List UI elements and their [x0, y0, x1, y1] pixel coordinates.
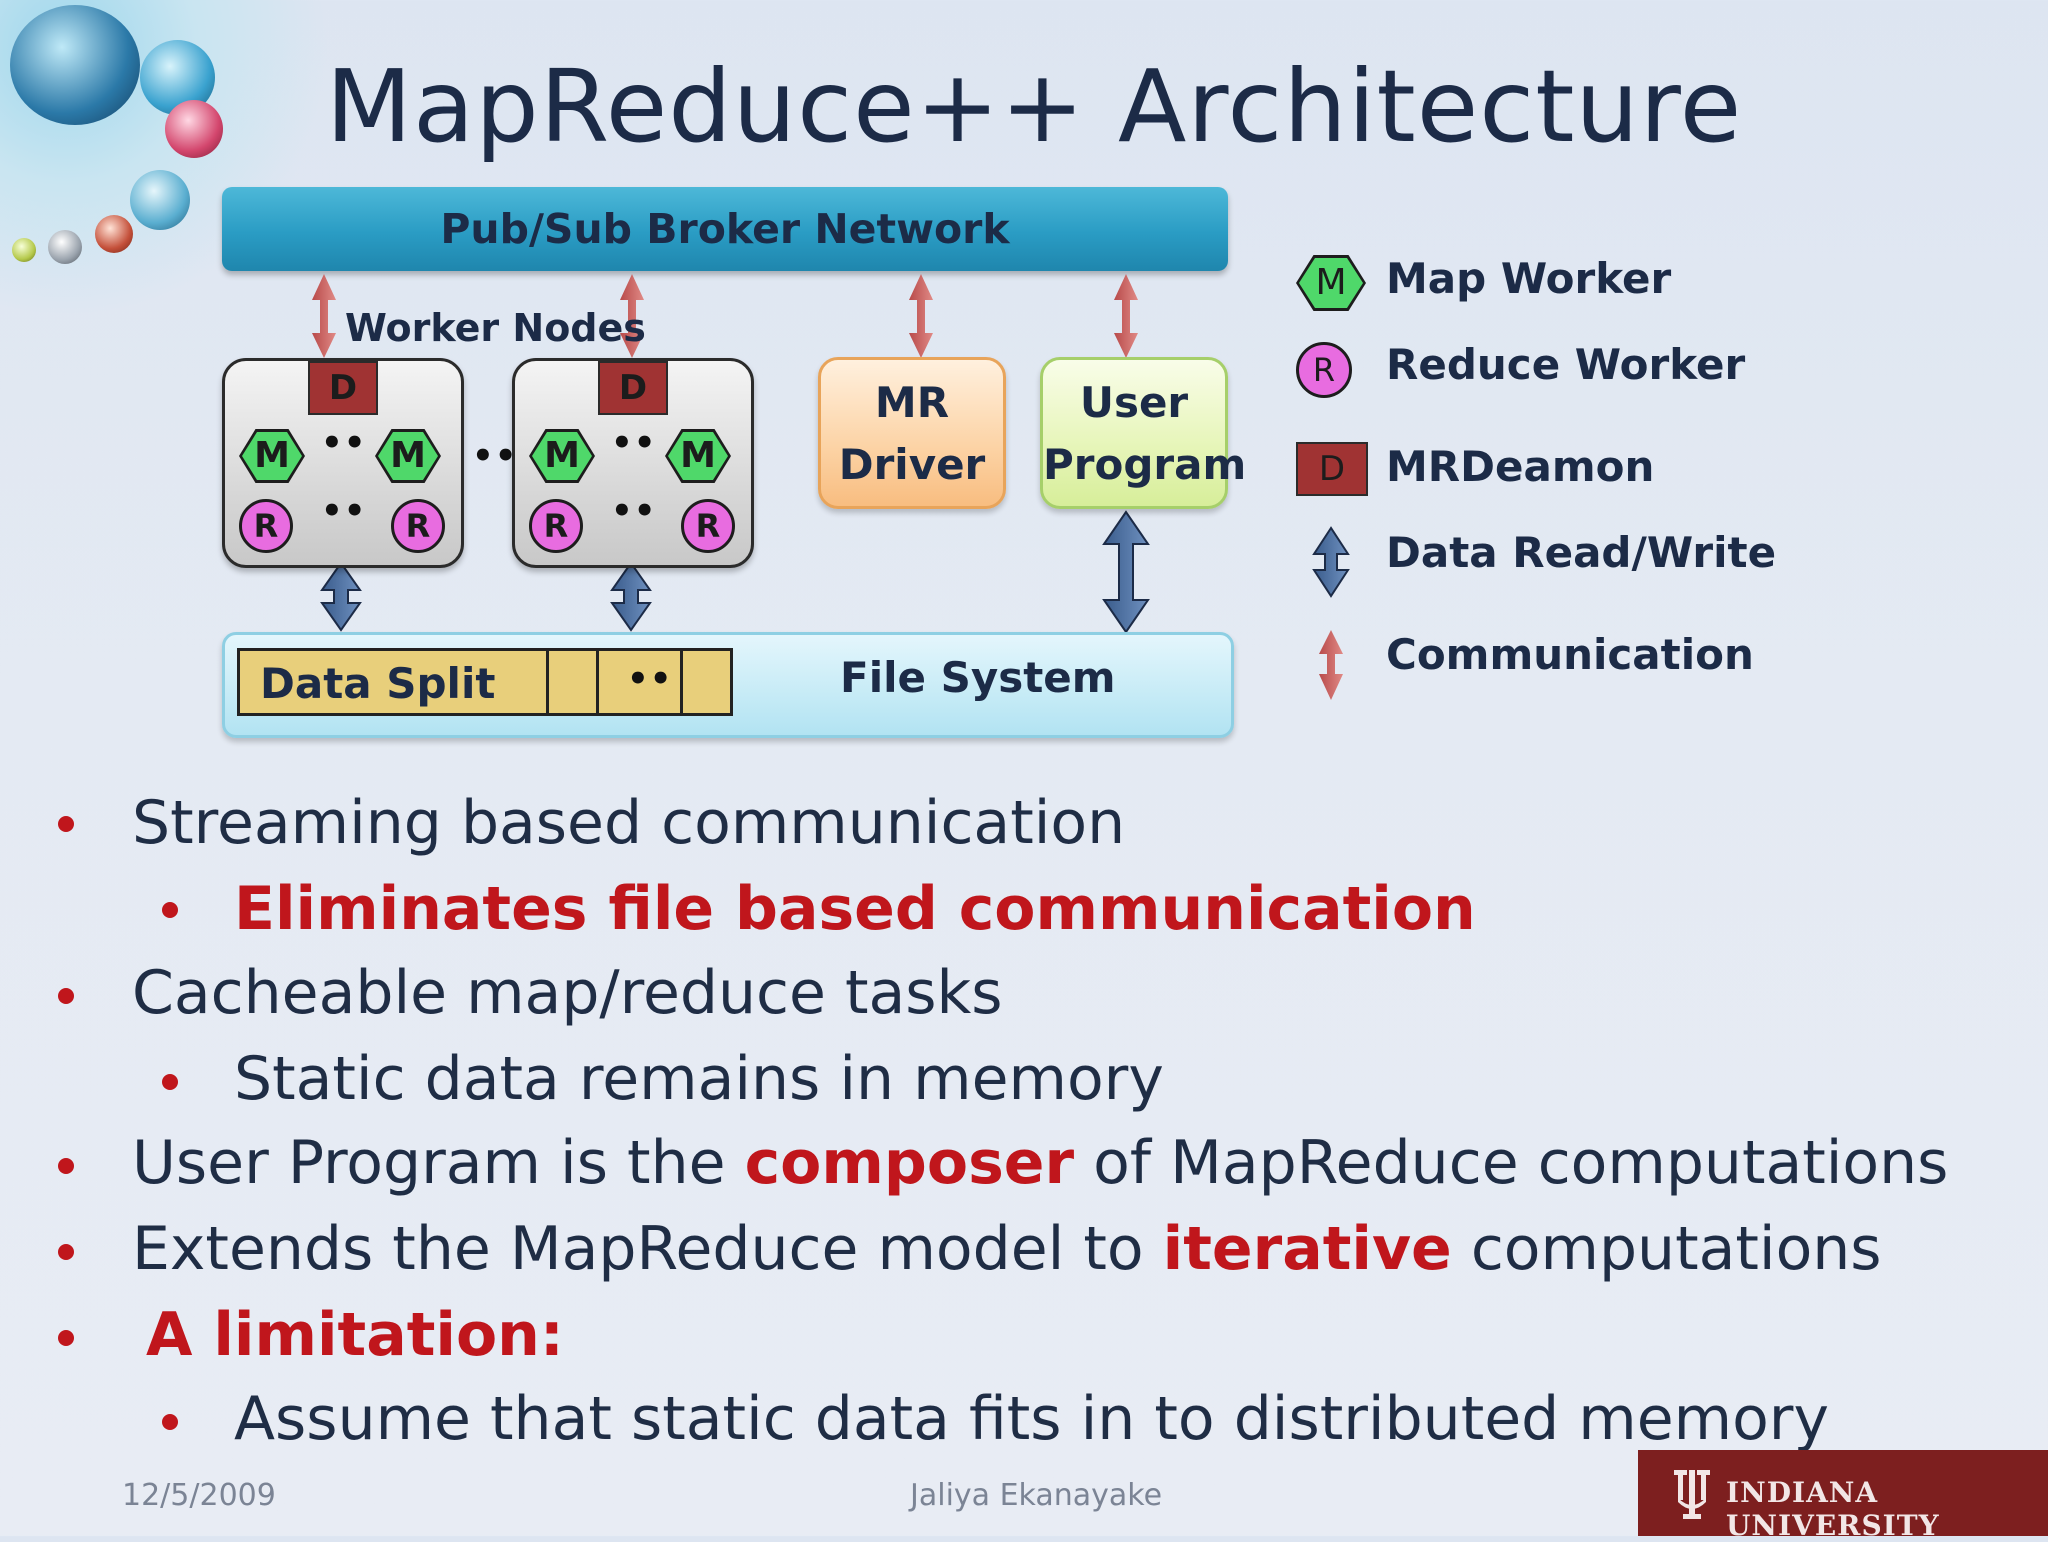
- legend-mrdeamon: MRDeamon: [1386, 442, 1655, 491]
- worker-nodes-label: Worker Nodes: [345, 306, 646, 350]
- corner-decoration: [0, 0, 330, 320]
- mr-driver-box: MR Driver: [818, 357, 1006, 509]
- ellipsis: ••: [321, 491, 367, 531]
- bullet-1-sub: Eliminates file based communication: [234, 874, 1476, 944]
- bullet-dot: [58, 816, 74, 832]
- legend-communication: Communication: [1386, 630, 1754, 679]
- bullet-dot: [58, 1330, 74, 1346]
- reduce-worker-icon: R: [391, 499, 445, 553]
- data-read-write-arrow: [320, 510, 1150, 634]
- ellipsis: ••: [627, 659, 673, 699]
- file-system-label: File System: [840, 653, 1116, 702]
- ellipsis: ••: [611, 423, 657, 463]
- globe-icon: [48, 230, 82, 264]
- bullet-4: Extends the MapReduce model to iterative…: [132, 1214, 1882, 1284]
- globe-icon: [10, 5, 140, 125]
- data-split-label: Data Split: [260, 659, 496, 708]
- split-cell: [546, 651, 596, 713]
- bullet-3-text: User Program is the: [132, 1128, 745, 1198]
- user-program-box: User Program: [1040, 357, 1247, 509]
- map-worker-icon: M: [239, 429, 305, 483]
- mr-driver-line1: MR: [874, 378, 950, 427]
- iu-logo-text: INDIANA UNIVERSITY: [1726, 1476, 1940, 1542]
- map-worker-icon: M: [529, 429, 595, 483]
- legend-communication-arrow-icon: [1319, 630, 1343, 700]
- legend-map-worker: Map Worker: [1386, 254, 1672, 303]
- reduce-worker-icon: R: [681, 499, 735, 553]
- bullet-dot: [162, 1414, 178, 1430]
- bullet-dot: [58, 1158, 74, 1174]
- bullet-5-sub: Assume that static data fits in to distr…: [234, 1384, 1829, 1454]
- bullet-2-sub: Static data remains in memory: [234, 1044, 1164, 1114]
- bullet-5: A limitation:: [146, 1300, 564, 1370]
- bullet-dot: [162, 1074, 178, 1090]
- pubsub-broker-network: Pub/Sub Broker Network: [222, 187, 1228, 271]
- bullet-3-emphasis: composer: [744, 1128, 1075, 1198]
- globe-icon: [165, 100, 223, 158]
- bullet-1: Streaming based communication: [132, 788, 1126, 858]
- split-cell: [680, 651, 730, 713]
- reduce-worker-icon: R: [239, 499, 293, 553]
- footer-date: 12/5/2009: [122, 1478, 276, 1513]
- bullet-4-text-end: computations: [1451, 1214, 1882, 1284]
- bullet-4-text: Extends the MapReduce model to: [132, 1214, 1163, 1284]
- bullet-dot: [58, 988, 74, 1004]
- legend-data-read-write: Data Read/Write: [1386, 528, 1777, 577]
- globe-icon: [95, 215, 133, 253]
- legend-reduce-icon: R: [1296, 342, 1352, 398]
- map-worker-icon: M: [375, 429, 441, 483]
- bullet-2: Cacheable map/reduce tasks: [132, 958, 1003, 1028]
- footer-author: Jaliya Ekanayake: [910, 1478, 1163, 1513]
- map-worker-icon: M: [665, 429, 731, 483]
- communication-arrow: [312, 274, 1138, 358]
- iu-trident-icon: [1674, 1470, 1710, 1519]
- mr-daemon: D: [308, 361, 378, 415]
- bullet-dot: [58, 1244, 74, 1260]
- globe-icon: [12, 238, 36, 262]
- bullet-4-emphasis: iterative: [1162, 1214, 1452, 1284]
- split-cell: ••: [596, 651, 680, 713]
- mr-daemon: D: [598, 361, 668, 415]
- user-program-line1: User: [1079, 378, 1189, 427]
- legend-reduce-worker: Reduce Worker: [1386, 340, 1746, 389]
- reduce-worker-icon: R: [529, 499, 583, 553]
- user-program-line2: Program: [1043, 440, 1247, 489]
- worker-node-2: D M •• M R •• R: [512, 358, 754, 568]
- legend-daemon-icon: D: [1296, 442, 1368, 496]
- mr-driver-line2: Driver: [838, 440, 986, 489]
- ellipsis: ••: [472, 436, 518, 476]
- ellipsis: ••: [321, 423, 367, 463]
- indiana-university-logo: INDIANA UNIVERSITY: [1638, 1450, 2048, 1542]
- worker-node-1: D M •• M R •• R: [222, 358, 464, 568]
- slide-title: MapReduce++ Architecture: [325, 48, 1743, 165]
- globe-icon: [130, 170, 190, 230]
- bullet-3: User Program is the composer of MapReduc…: [132, 1128, 1948, 1198]
- bullet-dot: [162, 902, 178, 918]
- legend-data-arrow-icon: [1312, 526, 1350, 598]
- bullet-3-text-end: of MapReduce computations: [1074, 1128, 1949, 1198]
- ellipsis: ••: [611, 491, 657, 531]
- data-split: Data Split ••: [237, 648, 733, 716]
